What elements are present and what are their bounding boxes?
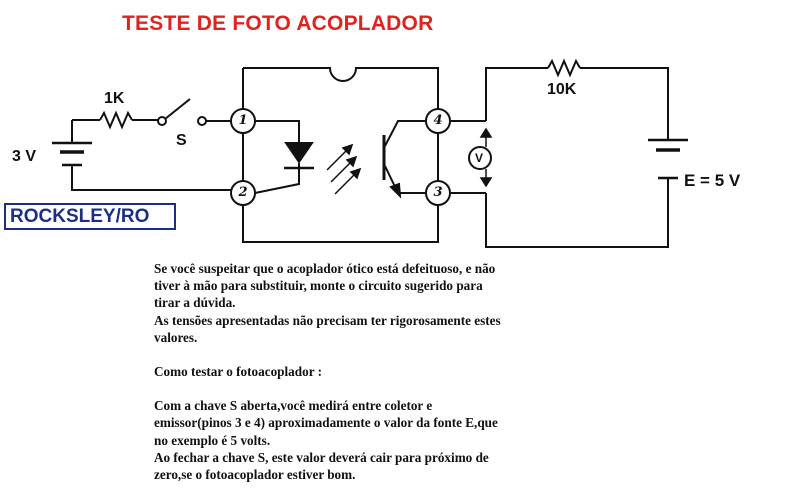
resistor-1k-label: 1K	[104, 90, 125, 107]
text-line: Ao fechar a chave S, este valor deverá c…	[154, 449, 489, 465]
text-line: Como testar o fotoacoplador :	[154, 364, 322, 380]
output-loop	[450, 58, 669, 248]
input-loop	[71, 110, 231, 191]
diagram-title: TESTE DE FOTO ACOPLADOR	[122, 12, 434, 35]
text-line: Com a chave S aberta,você medirá entre c…	[154, 398, 433, 414]
optocoupler-package	[242, 67, 439, 243]
phototransistor	[382, 120, 426, 199]
circuit-diagram	[52, 58, 688, 248]
battery-5v-label: E = 5 V	[684, 171, 741, 190]
text-line: As tensões apresentadas não precisam ter…	[154, 312, 501, 328]
led-symbol	[254, 120, 314, 194]
switch-label: S	[176, 132, 187, 149]
battery-3v-label: 3 V	[12, 148, 37, 165]
author-badge: ROCKSLEY/RO	[4, 203, 176, 230]
voltmeter-label: V	[475, 151, 484, 165]
text-line: emissor(pinos 3 e 4) aproximadamente o v…	[154, 415, 498, 431]
voltmeter	[468, 127, 493, 188]
text-line: tirar a dúvida.	[154, 295, 236, 311]
instructions-text: Se você suspeitar que o acoplador ótico …	[154, 260, 574, 483]
resistor-10k	[547, 58, 581, 78]
pin2-label: 2	[238, 185, 248, 200]
battery-3v	[52, 141, 92, 167]
text-line: valores.	[154, 329, 198, 345]
light-arrows	[326, 143, 362, 195]
switch-s	[157, 98, 231, 126]
pin1-label: 1	[238, 113, 248, 128]
resistor-1k	[99, 110, 133, 130]
text-line: Se você suspeitar que o acoplador ótico …	[154, 261, 496, 276]
resistor-10k-label: 10K	[547, 81, 577, 98]
text-line: tiver à mão para substituir, monte o cir…	[154, 278, 483, 294]
text-line: zero,se o fotoacoplador estiver bom.	[154, 467, 356, 483]
pin4-label: 4	[433, 113, 443, 128]
battery-5v	[648, 138, 688, 180]
pin3-label: 3	[433, 185, 443, 200]
text-line: no exemplo é 5 volts.	[154, 432, 271, 448]
